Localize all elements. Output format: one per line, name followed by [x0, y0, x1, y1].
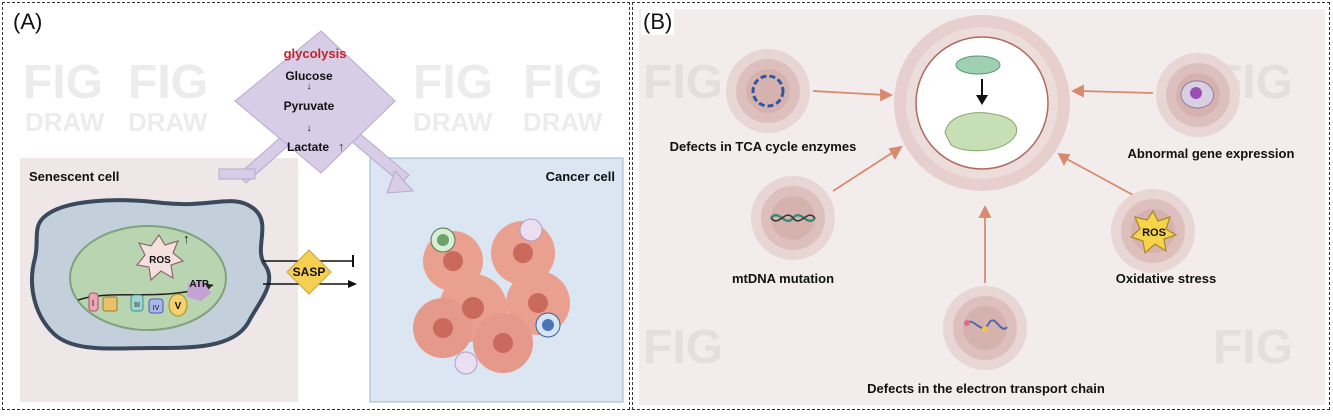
svg-text:↓: ↓: [307, 81, 312, 92]
electron-transport-label: Defects in the electron transport chain: [867, 381, 1105, 396]
complex-i: [88, 292, 99, 312]
gene-expression-icon: [1156, 53, 1240, 137]
electron-transport-icon: [943, 286, 1027, 370]
tca-icon: [726, 49, 810, 133]
oxidative-stress-label: Oxidative stress: [1116, 271, 1216, 286]
watermark-draw-2: DRAW: [128, 107, 208, 137]
cancer-cell-cluster: [413, 218, 570, 375]
glucose-label: Glucose: [285, 69, 333, 83]
sasp-diamond: [286, 249, 332, 295]
pyruvate-label: Pyruvate: [284, 99, 335, 113]
watermark-fig-3: FIG: [413, 56, 493, 109]
watermark-draw-3: DRAW: [413, 107, 493, 137]
lactate-label: Lactate: [287, 140, 329, 154]
panel-a-label: (A): [11, 9, 45, 35]
watermark-draw-4: DRAW: [523, 107, 603, 137]
svg-text:↓: ↓: [307, 123, 312, 134]
watermark-b-fig-3: FIG: [643, 321, 723, 374]
damaged-mitochondrion-icon: [944, 112, 1018, 152]
complex-iii-label: III: [134, 302, 140, 309]
panel-b-label: (B): [641, 9, 675, 35]
watermark: FIG FIG FIG FIG: [23, 56, 603, 109]
panel-a: (A) FIG FIG FIG FIG DRAW DRAW DRAW DRAW …: [2, 2, 630, 410]
watermark-fig-2: FIG: [128, 56, 208, 109]
mtdna-icon: [751, 176, 835, 260]
watermark-fig-1: FIG: [23, 56, 103, 109]
panel-b-figure: FIG FIG FIG FIG: [639, 9, 1325, 405]
up-arrow-icon: ↑: [338, 139, 345, 154]
watermark-fig-4: FIG: [523, 56, 603, 109]
glycolysis-title: glycolysis: [284, 46, 347, 61]
senescent-cell-title: Senescent cell: [29, 169, 119, 184]
cancer-cell-title: Cancer cell: [546, 169, 615, 184]
watermark-b-fig-4: FIG: [1213, 321, 1293, 374]
watermark-draw-1: DRAW: [25, 107, 105, 137]
glycolysis-arrows: [218, 127, 415, 194]
complex-i-label: I: [92, 299, 94, 308]
mtdna-label: mtDNA mutation: [732, 271, 834, 286]
watermark-b-fig-1: FIG: [643, 56, 723, 109]
ros-star-icon: [135, 233, 185, 282]
svg-text:↑: ↑: [183, 231, 190, 246]
mitochondrion: [69, 225, 227, 331]
ros-label: ROS: [149, 255, 171, 266]
gene-expression-label: Abnormal gene expression: [1128, 146, 1295, 161]
complex-iv: [148, 298, 164, 314]
panel-a-figure: FIG FIG FIG FIG DRAW DRAW DRAW DRAW glyc…: [20, 30, 624, 403]
complex-v: [168, 293, 188, 317]
complex-v-label: V: [175, 301, 182, 312]
tca-label: Defects in TCA cycle enzymes: [670, 139, 857, 154]
ros-icon: ROS: [1111, 189, 1195, 273]
atp-icon: [187, 281, 211, 301]
healthy-mitochondrion-icon: [955, 55, 1001, 75]
atp-label: ATP: [189, 279, 209, 290]
sasp-arrow-icon: [348, 280, 357, 288]
ros-b-label: ROS: [1142, 227, 1166, 239]
down-arrow-icon: [976, 95, 988, 105]
sasp-label: SASP: [293, 265, 326, 279]
ros-star-b-icon: [1129, 209, 1178, 255]
panel-b: (B) FIG FIG FIG FIG: [632, 2, 1330, 410]
glycolysis-diamond: [234, 30, 396, 174]
complex-iii: [130, 294, 144, 312]
cause-arrows: [812, 84, 1154, 283]
complex-iv-label: IV: [153, 305, 160, 312]
